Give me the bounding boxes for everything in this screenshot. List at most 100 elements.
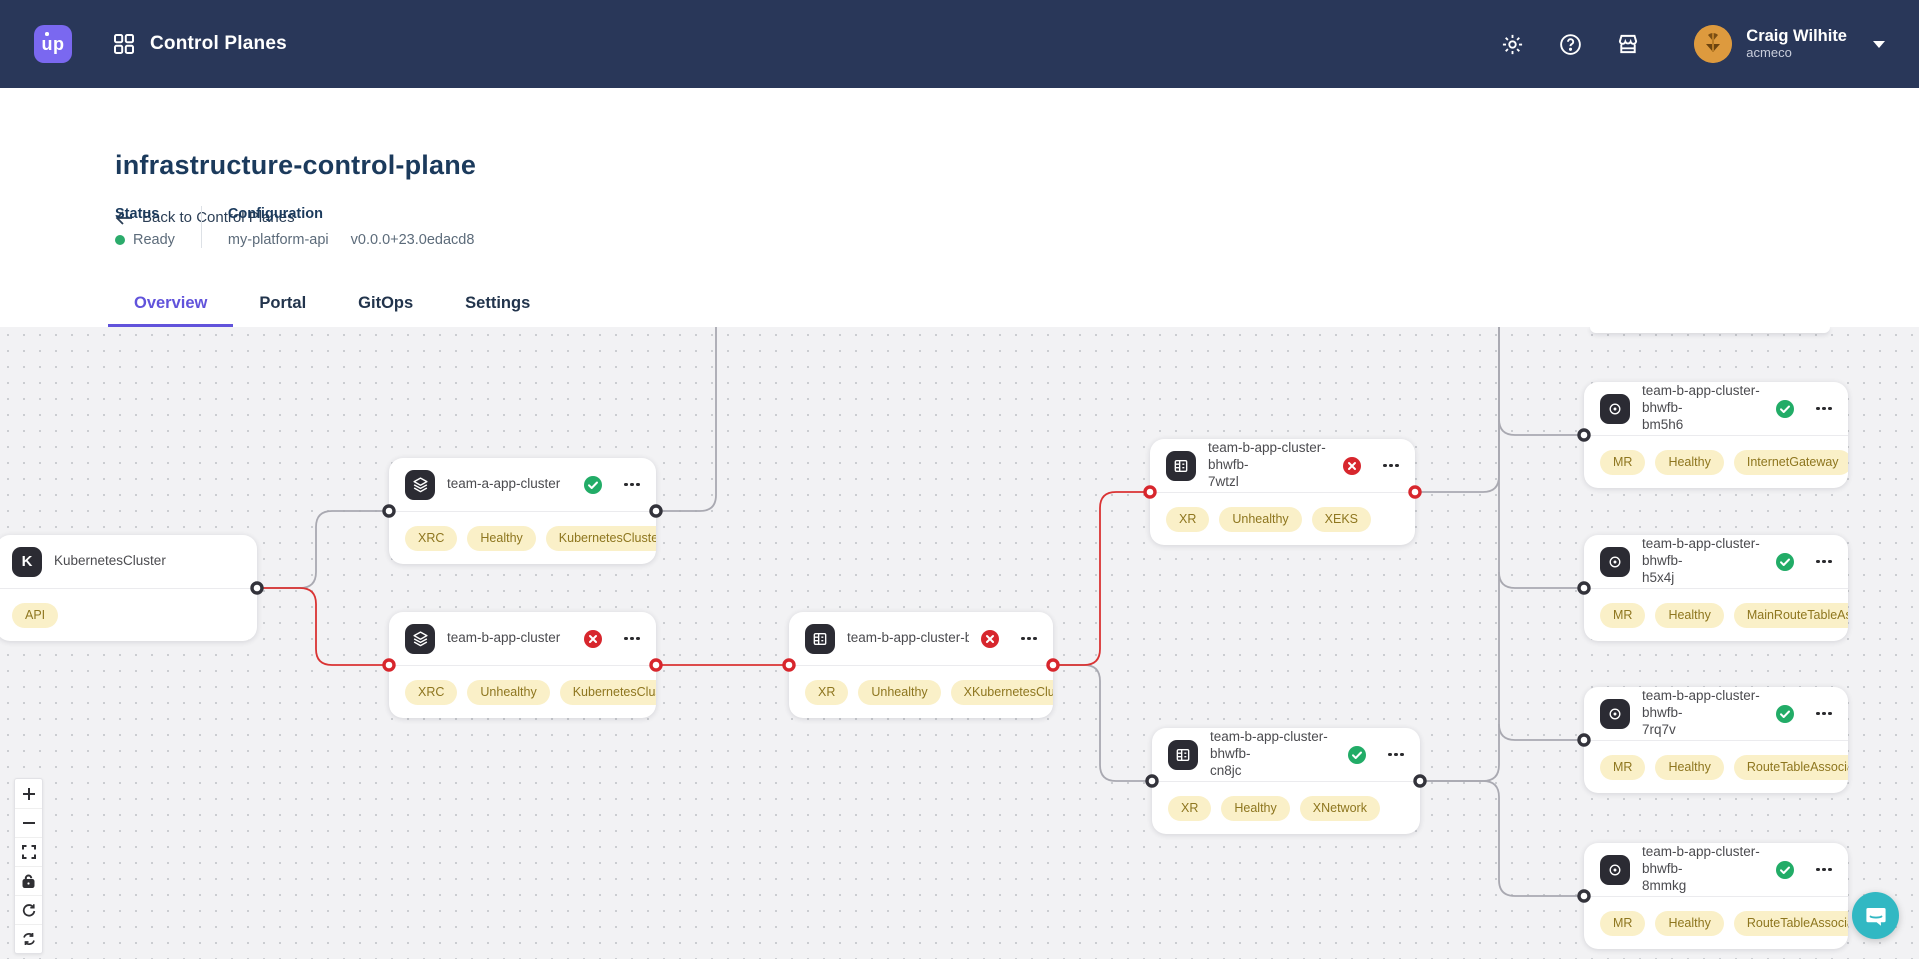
node-badge: RouteTableAssociation <box>1733 910 1848 936</box>
upbound-logo[interactable]: up <box>34 25 72 63</box>
unhealthy-x-icon <box>981 629 1000 648</box>
node-options-menu-button[interactable] <box>1386 749 1406 761</box>
tab-bar: Overview Portal GitOps Settings <box>108 294 556 327</box>
composite-resource-icon <box>1176 748 1190 761</box>
node-options-menu-button[interactable] <box>1814 556 1834 568</box>
graph-edge-gray <box>1498 418 1584 436</box>
tab-portal[interactable]: Portal <box>259 294 307 312</box>
unhealthy-x-icon <box>1343 456 1362 475</box>
tab-settings[interactable]: Settings <box>465 294 531 312</box>
user-menu[interactable]: Craig Wilhite acmeco <box>1694 25 1885 63</box>
node-status-unhealthy <box>981 629 1000 648</box>
logo-text: up <box>41 33 65 54</box>
node-options-menu-button[interactable] <box>1381 460 1401 472</box>
layers-icon <box>412 477 428 493</box>
node-options-menu-button[interactable] <box>1814 708 1834 720</box>
node-badge: XEKS <box>1311 506 1372 532</box>
node-badge: XR <box>1166 506 1210 532</box>
unhealthy-x-icon <box>584 629 603 648</box>
status-value: Ready <box>133 232 175 248</box>
top-navbar: up Control Planes <box>0 0 1919 88</box>
graph-edge-gray <box>1420 780 1584 897</box>
help-icon[interactable] <box>1556 30 1584 58</box>
chat-launcher-button[interactable] <box>1852 892 1899 939</box>
mr-type-icon <box>1600 546 1630 577</box>
node-badge: Healthy <box>1221 795 1290 821</box>
composite-resource-icon <box>813 632 827 645</box>
node-status-unhealthy <box>584 629 603 648</box>
page-title: infrastructure-control-plane <box>115 150 477 180</box>
graph-edge-red <box>257 587 389 666</box>
node-title: team-b-app-cluster-bhwfb-h5x4j <box>1642 536 1760 585</box>
node-status-unhealthy <box>1343 456 1362 475</box>
zoom-out-button[interactable] <box>15 808 42 837</box>
node-badge: Healthy <box>1655 449 1724 475</box>
node-options-menu-button[interactable] <box>1814 403 1834 415</box>
node-title: team-b-app-cluster-bhwfb <box>847 630 970 646</box>
chevron-down-icon <box>1873 40 1885 48</box>
settings-gear-icon[interactable] <box>1498 30 1526 58</box>
healthy-check-icon <box>1776 704 1795 723</box>
control-planes-grid-icon <box>110 30 138 58</box>
app-title: Control Planes <box>150 33 287 54</box>
node-title: team-a-app-cluster <box>447 476 561 492</box>
user-avatar <box>1694 25 1733 63</box>
tab-gitops[interactable]: GitOps <box>358 294 414 312</box>
marketplace-icon[interactable] <box>1614 30 1642 58</box>
lock-button[interactable] <box>15 866 42 895</box>
node-badge: MR <box>1600 449 1646 475</box>
node-badge: XKubernetesCluster <box>950 679 1053 705</box>
node-options-menu-button[interactable] <box>622 633 642 645</box>
managed-resource-icon <box>1609 556 1621 567</box>
node-options-menu-button[interactable] <box>622 479 642 491</box>
configuration-version: v0.0.0+23.0edacd8 <box>350 232 475 248</box>
node-badge: RouteTableAssociation <box>1733 754 1848 780</box>
node-divider <box>1150 492 1415 493</box>
node-badge: Healthy <box>1655 754 1724 780</box>
node-divider <box>1584 435 1848 436</box>
node-card-team-b-app-cluster-bhwfb[interactable]: team-b-app-cluster-bhwfbXRUnhealthyXKube… <box>789 612 1053 718</box>
canvas-controls <box>14 778 43 954</box>
managed-resource-icon <box>1609 403 1621 414</box>
node-options-menu-button[interactable] <box>1019 633 1039 645</box>
zoom-in-button[interactable] <box>15 779 42 808</box>
node-badge: Unhealthy <box>467 679 550 705</box>
user-name: Craig Wilhite <box>1746 27 1847 46</box>
node-badge: Unhealthy <box>1219 506 1302 532</box>
status-ready-dot <box>115 235 125 245</box>
node-divider <box>789 665 1053 666</box>
node-title: team-b-app-cluster <box>447 630 561 646</box>
node-status-healthy <box>584 475 603 494</box>
node-options-menu-button[interactable] <box>1814 864 1834 876</box>
managed-resource-icon <box>1609 864 1621 875</box>
graph-edge-gray <box>1498 723 1584 741</box>
back-to-control-planes-link[interactable]: Back to Control Planes <box>115 209 295 226</box>
configuration-name: my-platform-api <box>227 232 329 248</box>
fit-view-button[interactable] <box>15 837 42 866</box>
healthy-check-icon <box>1776 399 1795 418</box>
rotate-button[interactable] <box>15 895 42 924</box>
page-header: Back to Control Planes infrastructure-co… <box>0 88 1919 327</box>
node-divider <box>0 588 257 589</box>
node-status-healthy <box>1776 704 1795 723</box>
composite-resource-icon <box>1174 459 1188 472</box>
node-badge: Unhealthy <box>858 679 941 705</box>
table-type-icon <box>1166 450 1196 481</box>
graph-edge-gray <box>656 327 717 512</box>
tab-overview[interactable]: Overview <box>108 294 234 327</box>
node-title: team-b-app-cluster-bhwfb-cn8jc <box>1210 729 1328 778</box>
node-title: team-b-app-cluster-bhwfb-7wtzl <box>1208 440 1326 489</box>
relayout-button[interactable] <box>15 924 42 953</box>
node-card-partial-top[interactable] <box>1590 327 1830 333</box>
